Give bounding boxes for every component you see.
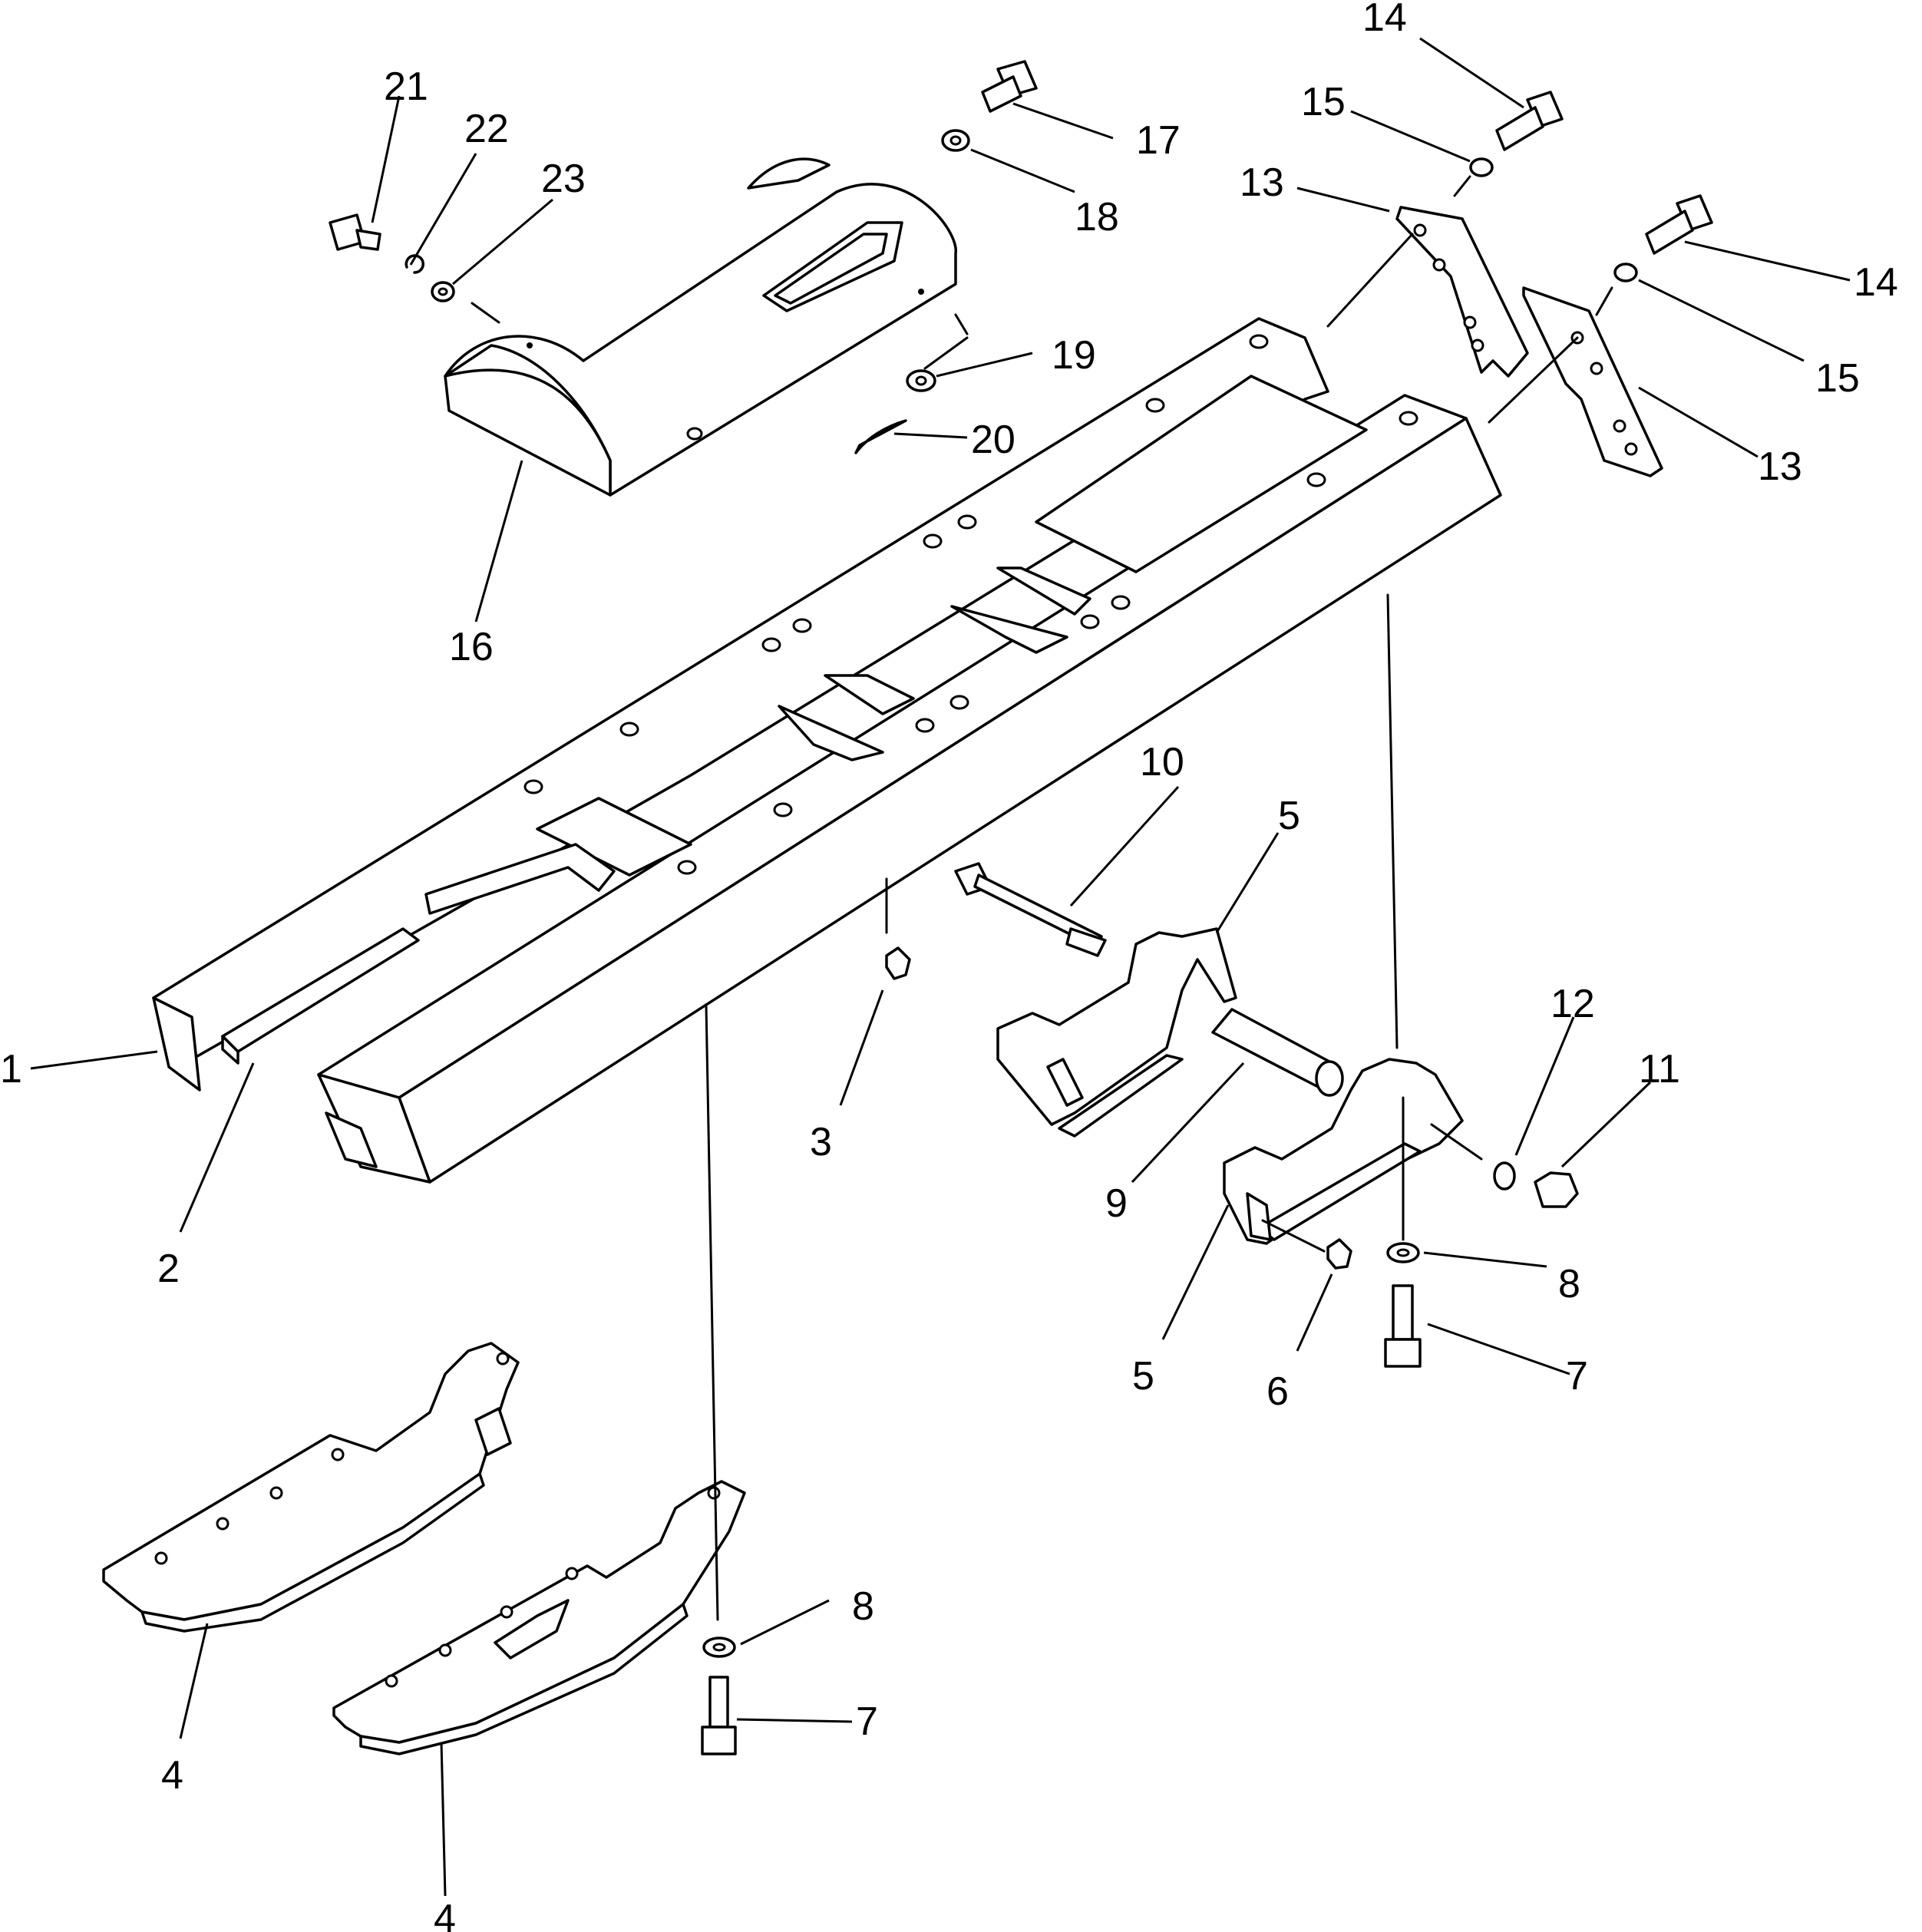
callout-5a: 5 — [1278, 794, 1300, 838]
callout-1: 1 — [0, 1047, 22, 1091]
callout-7b: 7 — [856, 1699, 878, 1744]
nut-11 — [1534, 1171, 1579, 1208]
callout-3: 3 — [810, 1120, 832, 1164]
bolt-7-left — [701, 1676, 737, 1755]
callout-13a: 13 — [1240, 160, 1284, 205]
callout-11: 11 — [1639, 1047, 1680, 1091]
pin-9 — [1211, 1008, 1344, 1097]
leader-lines — [30, 37, 1851, 1897]
bracket-plate-upper — [1395, 206, 1529, 378]
callout-13b: 13 — [1758, 444, 1802, 489]
track-guide-lower — [332, 1480, 746, 1755]
track-guard-cover — [444, 157, 957, 497]
callout-4b: 4 — [434, 1897, 456, 1932]
callout-15a: 15 — [1301, 80, 1346, 124]
callout-20: 20 — [971, 418, 1015, 462]
callout-17: 17 — [1136, 118, 1181, 163]
long-bolt-10 — [954, 862, 1107, 957]
callout-4a: 4 — [161, 1753, 183, 1798]
callout-8b: 8 — [852, 1584, 874, 1629]
callout-16: 16 — [449, 625, 494, 669]
callout-15b: 15 — [1815, 356, 1860, 401]
bolt-7-right — [1384, 1284, 1422, 1368]
callout-9: 9 — [1105, 1181, 1128, 1226]
callout-19: 19 — [1052, 333, 1096, 378]
callout-8a: 8 — [1558, 1262, 1580, 1306]
track-frame — [152, 317, 1502, 1184]
bracket-plate-lower — [1522, 286, 1663, 477]
washer-15-lower — [1613, 263, 1638, 282]
callout-6: 6 — [1266, 1369, 1289, 1414]
fitting-6 — [1326, 1238, 1352, 1270]
bolt-21 — [329, 213, 381, 251]
grease-fitting-3 — [885, 946, 911, 980]
callout-14b: 14 — [1854, 260, 1898, 305]
spring-washer-22 — [405, 254, 424, 274]
callout-12: 12 — [1550, 982, 1595, 1026]
callout-5b: 5 — [1132, 1354, 1154, 1399]
bolt-17 — [981, 60, 1038, 113]
callout-2: 2 — [157, 1247, 180, 1291]
callout-23: 23 — [541, 157, 586, 201]
callout-21: 21 — [384, 64, 428, 109]
callout-7a: 7 — [1566, 1354, 1588, 1399]
pivot-bracket-lower — [1223, 1058, 1464, 1245]
washer-15-upper — [1469, 157, 1494, 177]
pivot-bracket-upper — [996, 927, 1237, 1138]
cotter-pin-20 — [854, 419, 907, 454]
callout-10: 10 — [1140, 740, 1184, 784]
callout-22: 22 — [464, 107, 509, 151]
bolt-14-upper — [1495, 91, 1564, 151]
bolt-14-lower — [1645, 194, 1713, 255]
track-guide-upper — [102, 1342, 520, 1633]
callout-18: 18 — [1075, 195, 1119, 239]
assembly-lines — [471, 175, 1613, 1621]
washer-12 — [1493, 1161, 1516, 1191]
callout-14a: 14 — [1362, 0, 1407, 40]
